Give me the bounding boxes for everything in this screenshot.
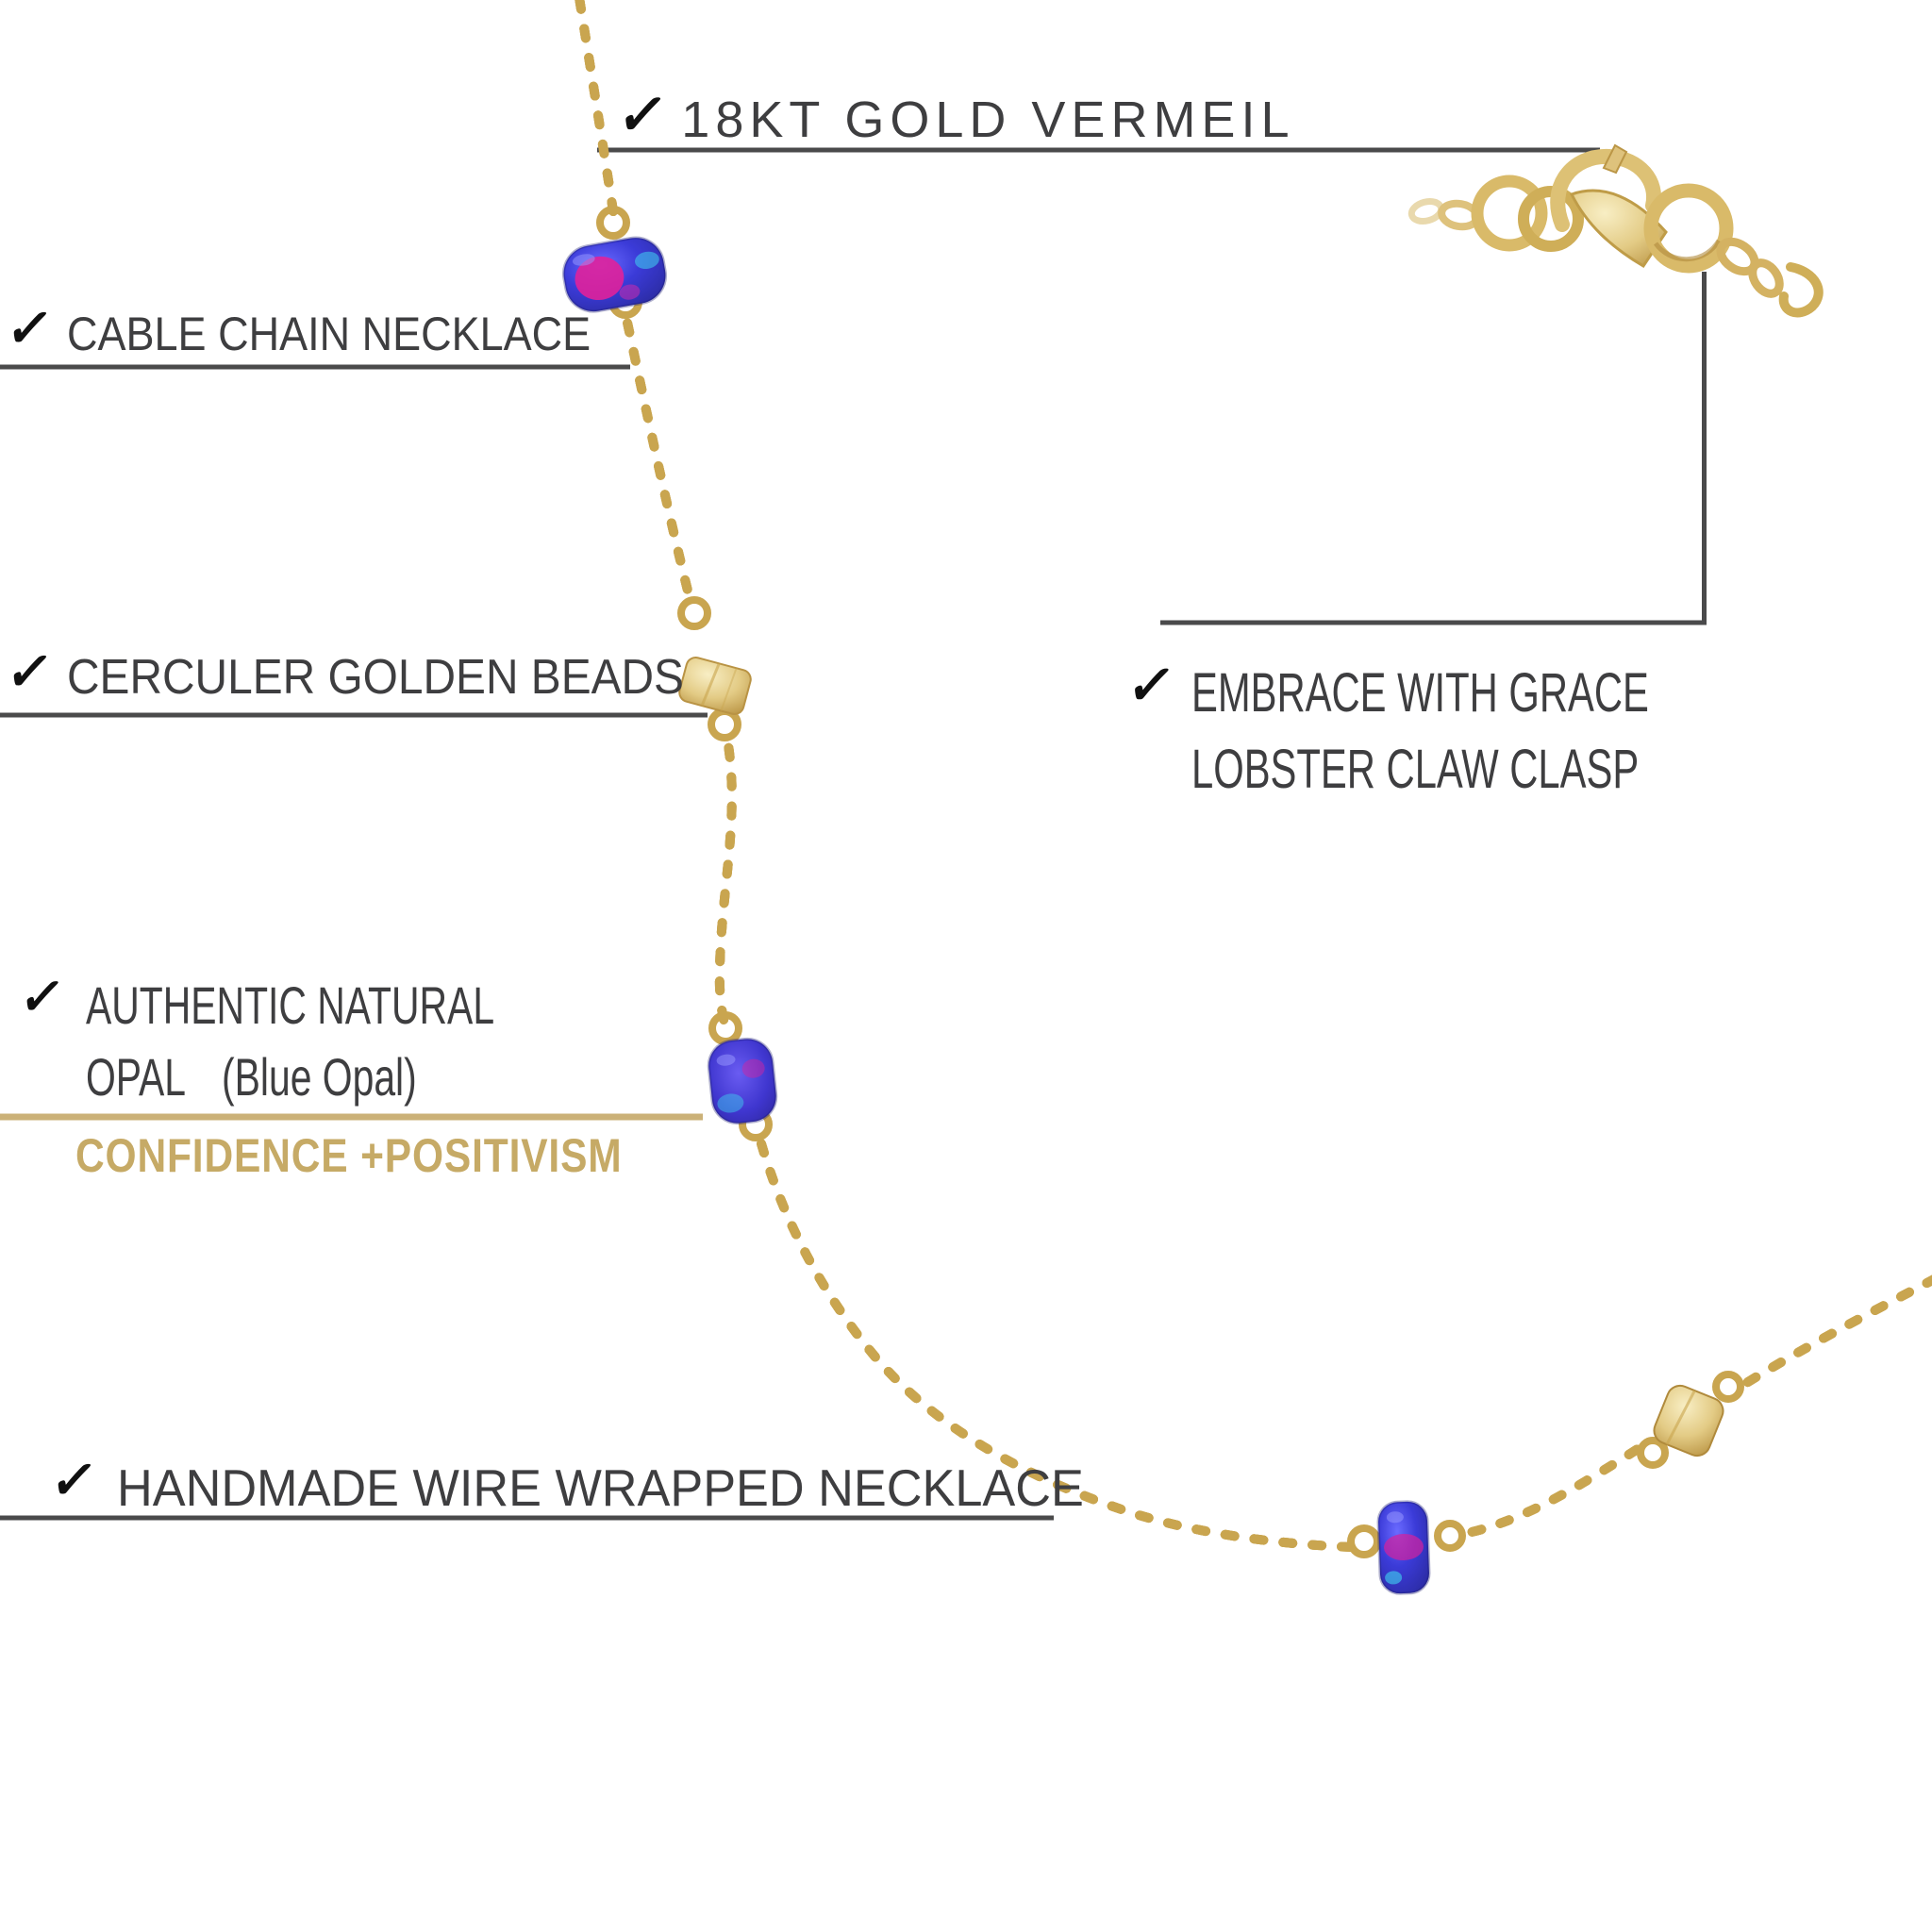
lobster-clasp: [1407, 143, 1824, 318]
checkmark-icon: ✓: [15, 969, 69, 1025]
wire-wrap-loops: [596, 206, 1744, 1558]
checkmark-icon: ✓: [1123, 655, 1180, 716]
cable-chain: [577, 0, 1932, 1547]
opal-word: OPAL: [86, 1047, 187, 1108]
gold-bead-lower: [1653, 1384, 1724, 1457]
opal-bead-lower: [1376, 1500, 1431, 1595]
opal-bead-top: [561, 236, 668, 313]
clasp-line2: LOBSTER CLAW CLASP: [1191, 739, 1639, 801]
clasp-leader-line: [1160, 272, 1707, 625]
checkmark-icon: ✓: [2, 641, 58, 701]
callout-opal: ✓ AUTHENTIC NATURAL OPAL (Blue Opal): [16, 969, 645, 1108]
handmade-label: HANDMADE WIRE WRAPPED NECKLACE: [116, 1458, 1084, 1517]
tagline-label: CONFIDENCE +POSITIVISM: [75, 1129, 623, 1182]
clasp-body: [1569, 189, 1668, 269]
golden-beads-label: CERCULER GOLDEN BEADS: [66, 650, 684, 705]
callout-golden-beads: ✓ CERCULER GOLDEN BEADS: [3, 641, 738, 707]
callout-handmade: ✓ HANDMADE WIRE WRAPPED NECKLACE: [47, 1450, 1135, 1519]
clasp-ring-left: [1471, 175, 1548, 252]
clasp-ring-right: [1643, 183, 1734, 274]
cable-chain-label: CABLE CHAIN NECKLACE: [66, 308, 591, 360]
checkmark-icon: ✓: [46, 1450, 102, 1509]
gold-bead-upper: [678, 657, 752, 715]
callout-clasp: ✓ EMBRACE WITH GRACE LOBSTER CLAW CLASP: [1123, 655, 1826, 803]
callout-gold-vermeil: ✓ 18KT GOLD VERMEIL: [613, 83, 1295, 151]
gold-vermeil-label: 18KT GOLD VERMEIL: [681, 92, 1295, 148]
opal-line1: AUTHENTIC NATURAL: [86, 975, 495, 1035]
tagline: CONFIDENCE +POSITIVISM: [75, 1128, 719, 1184]
opal-bead-middle: [707, 1037, 778, 1125]
checkmark-icon: ✓: [613, 83, 673, 146]
callout-cable-chain: ✓ CABLE CHAIN NECKLACE: [3, 298, 649, 362]
opal-paren: (Blue Opal): [222, 1047, 418, 1108]
clasp-line1: EMBRACE WITH GRACE: [1191, 662, 1649, 724]
checkmark-icon: ✓: [2, 298, 58, 358]
